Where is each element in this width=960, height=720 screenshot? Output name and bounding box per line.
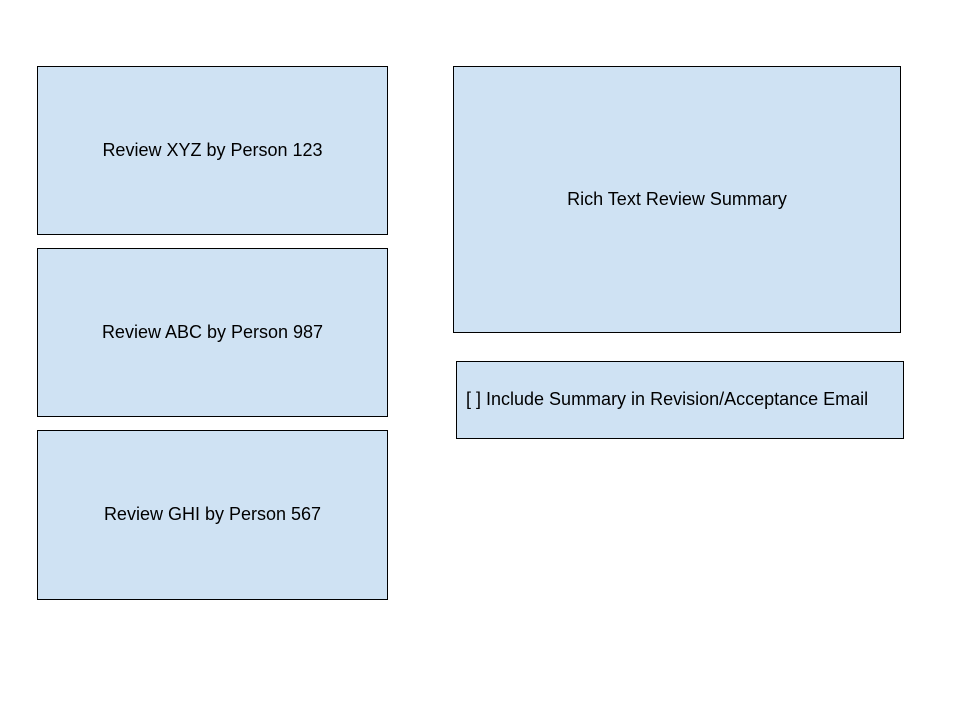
include-summary-checkbox[interactable]: [ ] Include Summary in Revision/Acceptan… [456,361,904,439]
review-card-label: Review ABC by Person 987 [101,321,324,342]
summary-editor-label: Rich Text Review Summary [567,188,787,209]
review-card-ghi[interactable]: Review GHI by Person 567 [37,430,388,600]
include-summary-label: [ ] Include Summary in Revision/Acceptan… [466,389,869,410]
review-card-label: Review XYZ by Person 123 [102,139,323,160]
review-card-abc[interactable]: Review ABC by Person 987 [37,248,388,417]
review-card-xyz[interactable]: Review XYZ by Person 123 [37,66,388,235]
rich-text-summary-editor[interactable]: Rich Text Review Summary [453,66,901,333]
review-card-label: Review GHI by Person 567 [103,504,322,525]
